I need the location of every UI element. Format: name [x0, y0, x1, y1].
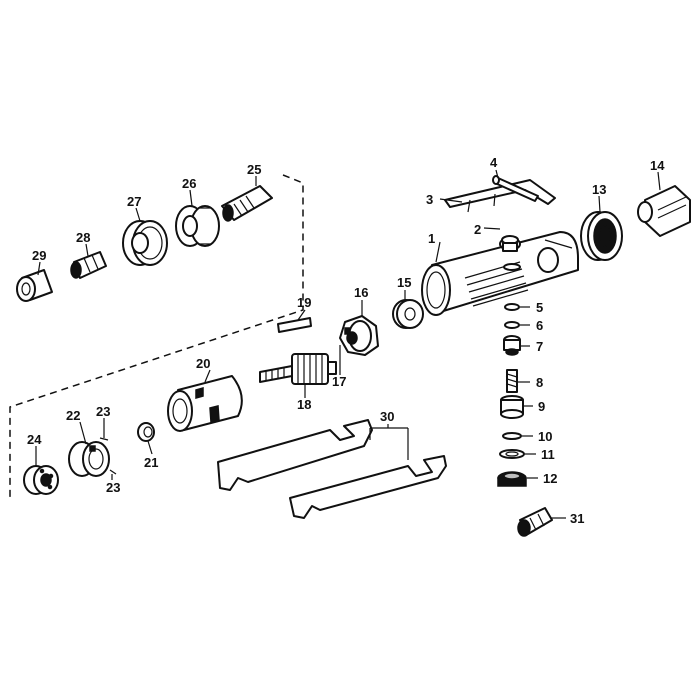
part-1-housing [421, 231, 579, 316]
part-7-valve-seat [503, 335, 521, 356]
part-26-nut [175, 205, 220, 247]
part-23-pin-bottom [109, 469, 117, 475]
part-9-plug [500, 395, 524, 419]
label-part-20: 20 [196, 356, 210, 371]
label-part-27: 27 [127, 194, 141, 209]
label-part-8: 8 [536, 375, 543, 390]
part-10-oring [502, 432, 522, 440]
label-part-2: 2 [474, 222, 481, 237]
part-24-bearing [23, 465, 59, 495]
part-labels: 1 2 3 4 5 6 7 8 9 10 11 12 13 14 15 16 1… [27, 155, 665, 526]
part-14-inlet [637, 185, 691, 237]
label-part-11: 11 [541, 447, 555, 462]
label-part-31: 31 [570, 511, 584, 526]
label-part-23-top: 23 [96, 404, 110, 419]
part-25-spindle [221, 185, 273, 222]
part-30-wrench-2 [289, 455, 447, 519]
part-27-ring [122, 220, 168, 266]
part-18-rotor [259, 353, 337, 385]
part-2-valve [499, 235, 521, 271]
part-5-oring [504, 303, 520, 311]
part-19-blade [277, 317, 312, 333]
label-part-5: 5 [536, 300, 543, 315]
label-part-17: 17 [332, 374, 346, 389]
label-part-28: 28 [76, 230, 90, 245]
label-part-15: 15 [397, 275, 411, 290]
part-8-spring [505, 369, 519, 393]
label-part-29: 29 [32, 248, 46, 263]
label-part-23-bottom: 23 [106, 480, 120, 495]
label-part-24: 24 [27, 432, 42, 447]
label-part-6: 6 [536, 318, 543, 333]
part-11-washer [499, 449, 525, 459]
part-6-washer [504, 321, 520, 329]
label-part-22: 22 [66, 408, 80, 423]
part-13-ring [580, 211, 623, 261]
label-part-18: 18 [297, 397, 311, 412]
label-part-30: 30 [380, 409, 394, 424]
part-15-bearing [392, 299, 424, 329]
label-part-25: 25 [247, 162, 261, 177]
part-21-ring [137, 422, 155, 442]
label-part-1: 1 [428, 231, 435, 246]
label-part-14: 14 [650, 158, 665, 173]
assembly-group-outline [9, 174, 304, 500]
label-part-16: 16 [354, 285, 368, 300]
part-3-lever [444, 179, 556, 213]
label-part-10: 10 [538, 429, 552, 444]
part-30-wrench-1 [217, 419, 373, 491]
part-12-bushing [497, 471, 527, 487]
label-part-26: 26 [182, 176, 196, 191]
label-part-13: 13 [592, 182, 606, 197]
part-16-rear-plate [339, 315, 379, 356]
part-23-pin-top [99, 437, 109, 441]
part-28-collet [70, 251, 107, 279]
label-part-21: 21 [144, 455, 158, 470]
part-31-collet [517, 507, 553, 537]
leader-lines [35, 169, 661, 519]
label-part-12: 12 [543, 471, 557, 486]
label-part-7: 7 [536, 339, 543, 354]
part-29-nut [16, 269, 53, 302]
label-part-3: 3 [426, 192, 433, 207]
part-20-cylinder [167, 375, 243, 432]
part-22-front-plate [68, 441, 110, 477]
label-part-9: 9 [538, 399, 545, 414]
label-part-4: 4 [490, 155, 498, 170]
label-part-19: 19 [297, 295, 311, 310]
